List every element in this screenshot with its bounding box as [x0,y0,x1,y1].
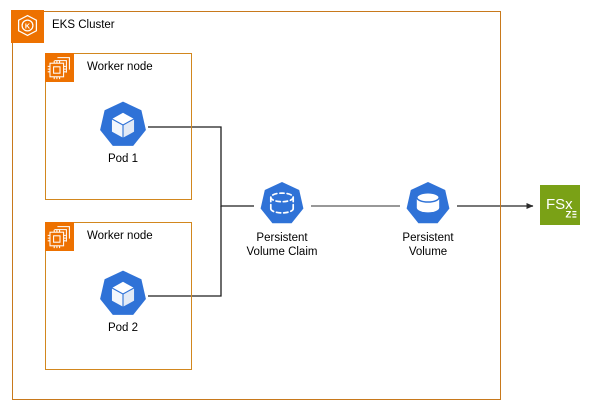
worker-node-2-boundary [45,222,192,370]
persistent-volume-claim-label: Persistent Volume Claim [246,232,318,258]
worker-node-1-label: Worker node [87,61,153,73]
svg-text:FSx: FSx [546,196,573,213]
eks-cluster-label: EKS Cluster [52,19,115,31]
kubernetes-pod-icon [95,268,151,324]
pod-2-label: Pod 2 [107,322,139,334]
eks-kubernetes-icon: K [11,10,44,43]
persistent-volume-icon [400,178,456,234]
cpu-chip-icon [45,222,74,251]
kubernetes-pod-icon [95,99,151,155]
svg-text:Z: Z [566,210,572,221]
connector-pod1-to-pvc [148,126,254,207]
cpu-chip-icon [45,53,74,82]
connector-pod2-to-pvc [148,206,222,297]
worker-node-1-boundary [45,53,192,200]
worker-node-2-label: Worker node [87,230,153,242]
persistent-volume-claim-icon [254,178,310,234]
persistent-volume-label: Persistent Volume [402,232,454,258]
pod-1-label: Pod 1 [107,153,139,165]
eks-cluster-boundary [12,11,501,400]
svg-text:K: K [25,22,31,31]
amazon-fsx-icon: FSx Z [540,185,580,225]
